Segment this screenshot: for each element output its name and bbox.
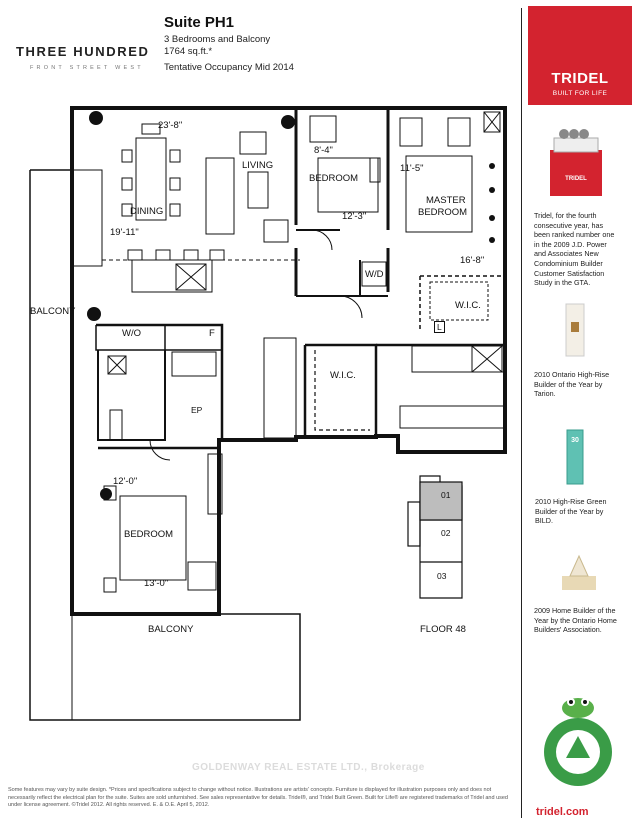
website-link[interactable]: tridel.com bbox=[536, 806, 589, 818]
watermark: GOLDENWAY REAL ESTATE LTD., Brokerage bbox=[192, 762, 425, 773]
sidebar-divider bbox=[521, 8, 522, 818]
suite-title: Suite PH1 bbox=[164, 14, 235, 31]
tarion-award-icon bbox=[565, 303, 585, 357]
footer-disclaimer: Some features may vary by suite design. … bbox=[8, 787, 508, 809]
jd-power-award-icon: TRIDEL bbox=[550, 129, 602, 196]
suite-occupancy: Tentative Occupancy Mid 2014 bbox=[164, 62, 294, 73]
room-linen: L bbox=[434, 321, 445, 333]
keyplan-unit-01: 01 bbox=[441, 490, 451, 500]
logo-name: TRIDEL bbox=[551, 70, 609, 87]
room-ep: EP bbox=[191, 405, 203, 415]
svg-text:TRIDEL: TRIDEL bbox=[565, 176, 587, 182]
dim-dining-depth: 19'-11" bbox=[110, 227, 139, 238]
room-master-line1: MASTER bbox=[426, 195, 466, 206]
logo-tagline: BUILT FOR LIFE bbox=[552, 90, 608, 97]
room-living: LIVING bbox=[242, 160, 274, 171]
suite-area: 1764 sq.ft.* bbox=[164, 46, 213, 57]
keyplan-unit-03: 03 bbox=[437, 571, 447, 581]
room-wic-2: W.I.C. bbox=[330, 370, 356, 381]
keyplan-floor: FLOOR 48 bbox=[420, 624, 466, 635]
room-bedroom-top: BEDROOM bbox=[309, 173, 359, 184]
room-dining: DINING bbox=[130, 206, 164, 217]
room-wic-master: W.I.C. bbox=[455, 300, 481, 311]
bild-award-icon: 30 bbox=[566, 429, 584, 485]
brand-name: THREE HUNDRED bbox=[16, 44, 150, 59]
award-1-caption: Tridel, for the fourth consecutive year,… bbox=[534, 211, 615, 288]
dim-bedroom-depth: 12'-3" bbox=[342, 211, 367, 222]
dim-master-width: 11'-5" bbox=[400, 163, 424, 174]
dim-bottom-bed-depth: 13'-0" bbox=[144, 578, 169, 589]
dim-dining-width: 23'-8" bbox=[158, 120, 183, 131]
dim-master-depth: 16'-8" bbox=[460, 255, 485, 266]
room-balcony-side: BALCONY bbox=[30, 306, 76, 317]
room-balcony-bottom: BALCONY bbox=[148, 624, 194, 635]
suite-bedrooms: 3 Bedrooms and Balcony bbox=[164, 34, 271, 45]
brand-subtitle: FRONT STREET WEST bbox=[30, 65, 144, 71]
tridel-logo: TRIDEL BUILT FOR LIFE bbox=[528, 6, 632, 105]
award-2-caption: 2010 Ontario High-Rise Builder of the Ye… bbox=[534, 370, 610, 399]
dim-bottom-bed-width: 12'-0" bbox=[113, 476, 138, 487]
ohba-award-icon bbox=[562, 554, 596, 590]
keyplan-unit-02: 02 bbox=[441, 528, 451, 538]
room-fridge: F bbox=[209, 328, 215, 339]
floor-plan bbox=[29, 106, 507, 721]
award-4-caption: 2009 Home Builder of the Year by the Ont… bbox=[534, 606, 617, 635]
room-wd: W/D bbox=[365, 269, 384, 280]
room-wo: W/O bbox=[122, 328, 141, 339]
svg-text:30: 30 bbox=[571, 437, 579, 444]
built-green-badge-icon bbox=[544, 698, 612, 786]
room-bedroom-bottom: BEDROOM bbox=[124, 529, 174, 540]
dim-bedroom-width: 8'-4" bbox=[314, 145, 333, 156]
award-3-caption: 2010 High-Rise Green Builder of the Year… bbox=[535, 497, 607, 526]
room-master-line2: BEDROOM bbox=[418, 207, 468, 218]
